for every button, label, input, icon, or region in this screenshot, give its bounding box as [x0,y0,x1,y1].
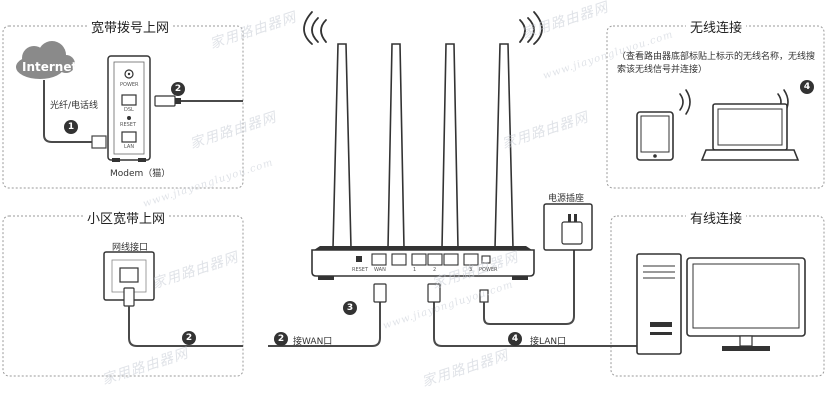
lan-cable [433,300,660,347]
section-title-broadband-dialup: 宽带拨号上网 [87,17,174,36]
step-badge-community-line: 2 [182,331,196,345]
laptop-icon [700,103,800,161]
wireless-hint-text: （查看路由器底部标贴上标示的无线名称，无线搜索该无线信号并连接） [617,52,816,75]
router-port-reset-label: RESET [352,267,369,273]
frame-wireless [606,25,825,189]
modem-label: Modem（猫） [110,169,171,179]
fiber-line [43,80,92,143]
power-outlet-label: 电源插座 [548,194,585,204]
phone-plug-icon [91,135,107,149]
power-outlet-icon [543,203,593,251]
ethernet-plug-icon [154,95,176,107]
step-badge-wireless: 4 [800,80,814,94]
wan-plug-icon [373,283,387,303]
router-device-icon [311,246,535,280]
tablet-icon [636,111,674,161]
modem-port-reset-label: RESET [120,122,137,128]
section-title-wired: 有线连接 [686,208,747,227]
power-cable [483,250,575,325]
connect-wan-label: 接WAN口 [293,337,333,347]
router-port-wan-label: WAN [374,267,386,273]
connect-lan-label: 接LAN口 [530,337,567,347]
router-wifi-right-icon [519,11,543,45]
fiber-line-label: 光纤/电话线 [50,101,99,111]
router-port-lan3-label: 3 [469,267,473,273]
desktop-tower-icon [636,253,682,355]
step-badge-wan: 2 [274,332,288,346]
router-port-power-label: POWER [479,267,498,273]
socket-plug-icon [123,287,135,307]
router-port-lan2-label: 2 [433,267,437,273]
router-antennas-icon [332,43,514,249]
router-port-lan1-label: 1 [413,267,417,273]
section-title-community-broadband: 小区宽带上网 [83,208,170,227]
modem-device-icon [107,55,151,162]
step-badge-lan: 4 [508,332,522,346]
section-title-wireless: 无线连接 [686,17,747,36]
step-badge-modem-line: 1 [64,120,78,134]
lan-plug-icon [427,283,441,303]
plug-sleeve [175,98,181,104]
network-port-label: 网线接口 [112,243,149,253]
internet-cloud-icon [16,41,75,79]
step-badge-router-lan-cable: 3 [343,301,357,315]
wan-cable [268,300,381,347]
router-wifi-left-icon [303,11,327,45]
modem-port-dsl-label: DSL [124,107,134,113]
modem-port-power-label: POWER [120,82,139,88]
step-badge-modem-to-router: 2 [171,82,185,96]
modem-port-lan-label: LAN [124,144,135,150]
monitor-icon [686,257,806,351]
internet-label: Internet [22,60,78,74]
community-cable [128,306,243,347]
